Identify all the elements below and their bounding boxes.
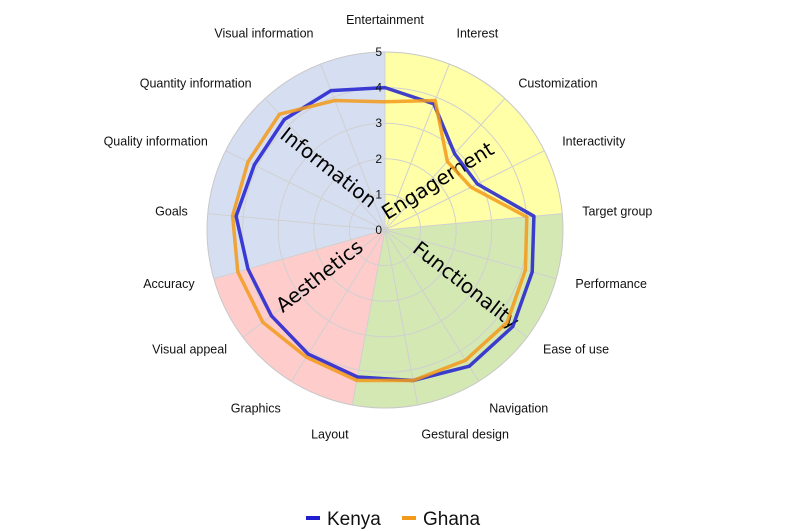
legend: Kenya Ghana	[306, 509, 480, 530]
r-tick-label: 0	[375, 223, 382, 237]
grid-spoke	[384, 150, 545, 231]
grid-spoke	[384, 229, 557, 280]
axis-label-target-group: Target group	[582, 205, 652, 219]
grid-spoke	[213, 229, 386, 280]
r-tick-label: 1	[375, 187, 382, 201]
axis-label-accuracy: Accuracy	[143, 277, 195, 291]
axis-label-interest: Interest	[457, 26, 499, 40]
grid-spoke	[384, 98, 506, 231]
sector-engagement	[385, 52, 563, 230]
r-tick-label: 4	[375, 81, 382, 95]
grid-spoke	[242, 229, 386, 338]
axis-label-entertainment: Entertainment	[346, 13, 424, 27]
axis-label-visual-information: Visual information	[214, 26, 313, 40]
r-tick-label: 3	[375, 116, 382, 130]
axis-label-interactivity: Interactivity	[562, 135, 626, 149]
grid-spoke	[225, 150, 386, 231]
axis-label-performance: Performance	[575, 277, 647, 291]
sector-information	[206, 52, 385, 279]
grid-spoke	[384, 229, 419, 406]
axis-label-customization: Customization	[518, 77, 597, 91]
series-line-ghana	[230, 98, 529, 383]
r-tick-label: 5	[375, 45, 382, 59]
axis-label-goals: Goals	[155, 205, 188, 219]
axis-label-navigation: Navigation	[489, 401, 548, 415]
r-tick-label: 2	[375, 152, 382, 166]
grid-spoke	[384, 229, 528, 338]
axis-label-visual-appeal: Visual appeal	[152, 342, 227, 356]
grid-spoke	[384, 229, 480, 382]
axis-label-gestural-design: Gestural design	[421, 428, 509, 442]
axis-label-ease-of-use: Ease of use	[543, 342, 609, 356]
axis-label-quality-information: Quality information	[104, 135, 208, 149]
sector-aesthetics	[213, 230, 385, 405]
grid-spoke	[384, 63, 450, 231]
axis-label-quantity-information: Quantity information	[140, 77, 252, 91]
legend-label-ghana: Ghana	[423, 509, 480, 530]
axis-label-graphics: Graphics	[231, 401, 281, 415]
legend-label-kenya: Kenya	[327, 509, 381, 530]
axis-label-layout: Layout	[311, 428, 349, 442]
